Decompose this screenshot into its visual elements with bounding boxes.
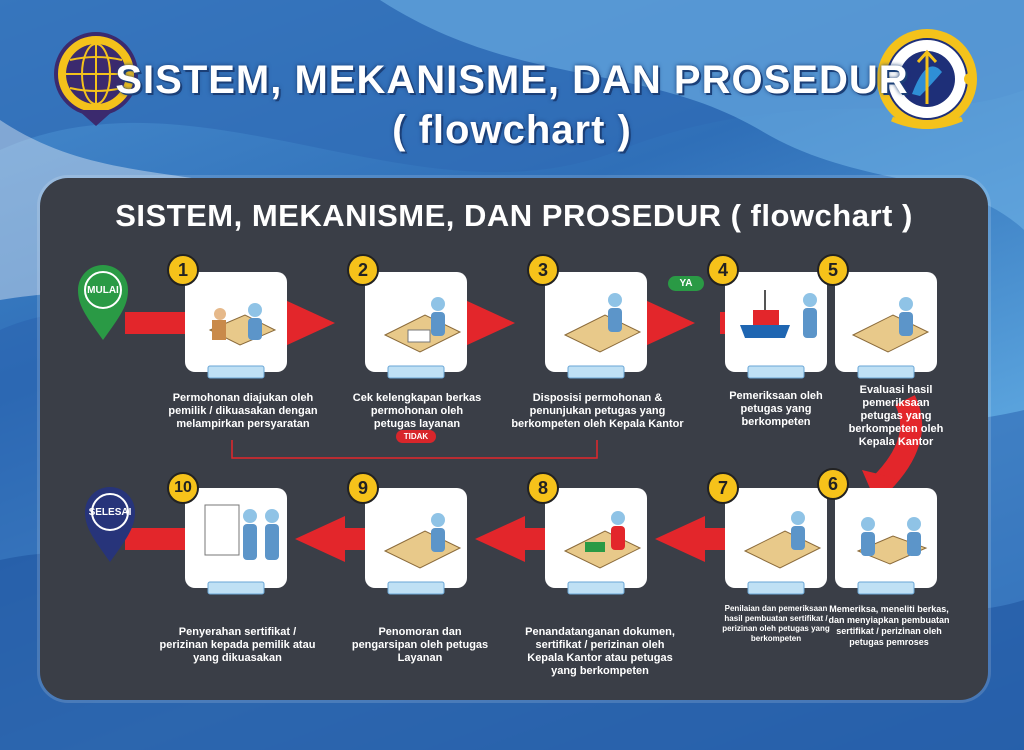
step-text-8: Penandatanganan dokumen, sertifikat / pe…	[525, 626, 675, 677]
step-text-9: Penomoran dan pengarsipan oleh petugas L…	[351, 626, 489, 664]
step-number-10: 10	[174, 479, 192, 496]
end-label: SELESAI	[88, 507, 132, 518]
step-badges	[167, 254, 849, 504]
feedback-line	[231, 440, 598, 459]
step-number-9: 9	[357, 478, 368, 498]
main-title: SISTEM, MEKANISME, DAN PROSEDUR	[115, 58, 909, 102]
step-text-7: Penilaian dan pemeriksaan hasil pembuata…	[722, 604, 830, 643]
ministry-logo	[54, 32, 138, 126]
step-number-8: 8	[537, 478, 548, 498]
step-number-1: 1	[177, 260, 188, 280]
step-number-2: 2	[357, 260, 368, 280]
step-number-7: 7	[717, 478, 728, 498]
sea-transport-logo	[872, 24, 982, 134]
step-text-2: Cek kelengkapan berkas permohonan oleh p…	[352, 392, 482, 430]
step-number-5: 5	[827, 260, 838, 280]
step-text-4: Pemeriksaan oleh petugas yang berkompete…	[729, 390, 823, 428]
no-tag: TIDAK	[396, 430, 436, 443]
step-text-3: Disposisi permohonan & penunjukan petuga…	[511, 392, 684, 430]
end-pin	[85, 487, 135, 562]
step-number-4: 4	[717, 260, 728, 280]
yes-tag: YA	[668, 276, 704, 291]
start-label: MULAI	[87, 285, 119, 296]
panel-title: SISTEM, MEKANISME, DAN PROSEDUR ( flowch…	[115, 198, 913, 233]
step-text-1: Permohonan diajukan oleh pemilik / dikua…	[168, 392, 318, 430]
main-subtitle: ( flowchart )	[392, 108, 632, 152]
curve-arrow	[872, 395, 923, 493]
start-pin	[78, 265, 128, 340]
step-text-5: Evaluasi hasil pemeriksaan petugas yang …	[848, 384, 944, 448]
step-number-3: 3	[537, 260, 548, 280]
card-illustrations	[204, 290, 930, 569]
step-text-10: Penyerahan sertifikat / perizinan kepada…	[159, 626, 316, 664]
step-number-6: 6	[827, 474, 838, 494]
step-text-6: Memeriksa, meneliti berkas, dan menyiapk…	[828, 604, 950, 647]
